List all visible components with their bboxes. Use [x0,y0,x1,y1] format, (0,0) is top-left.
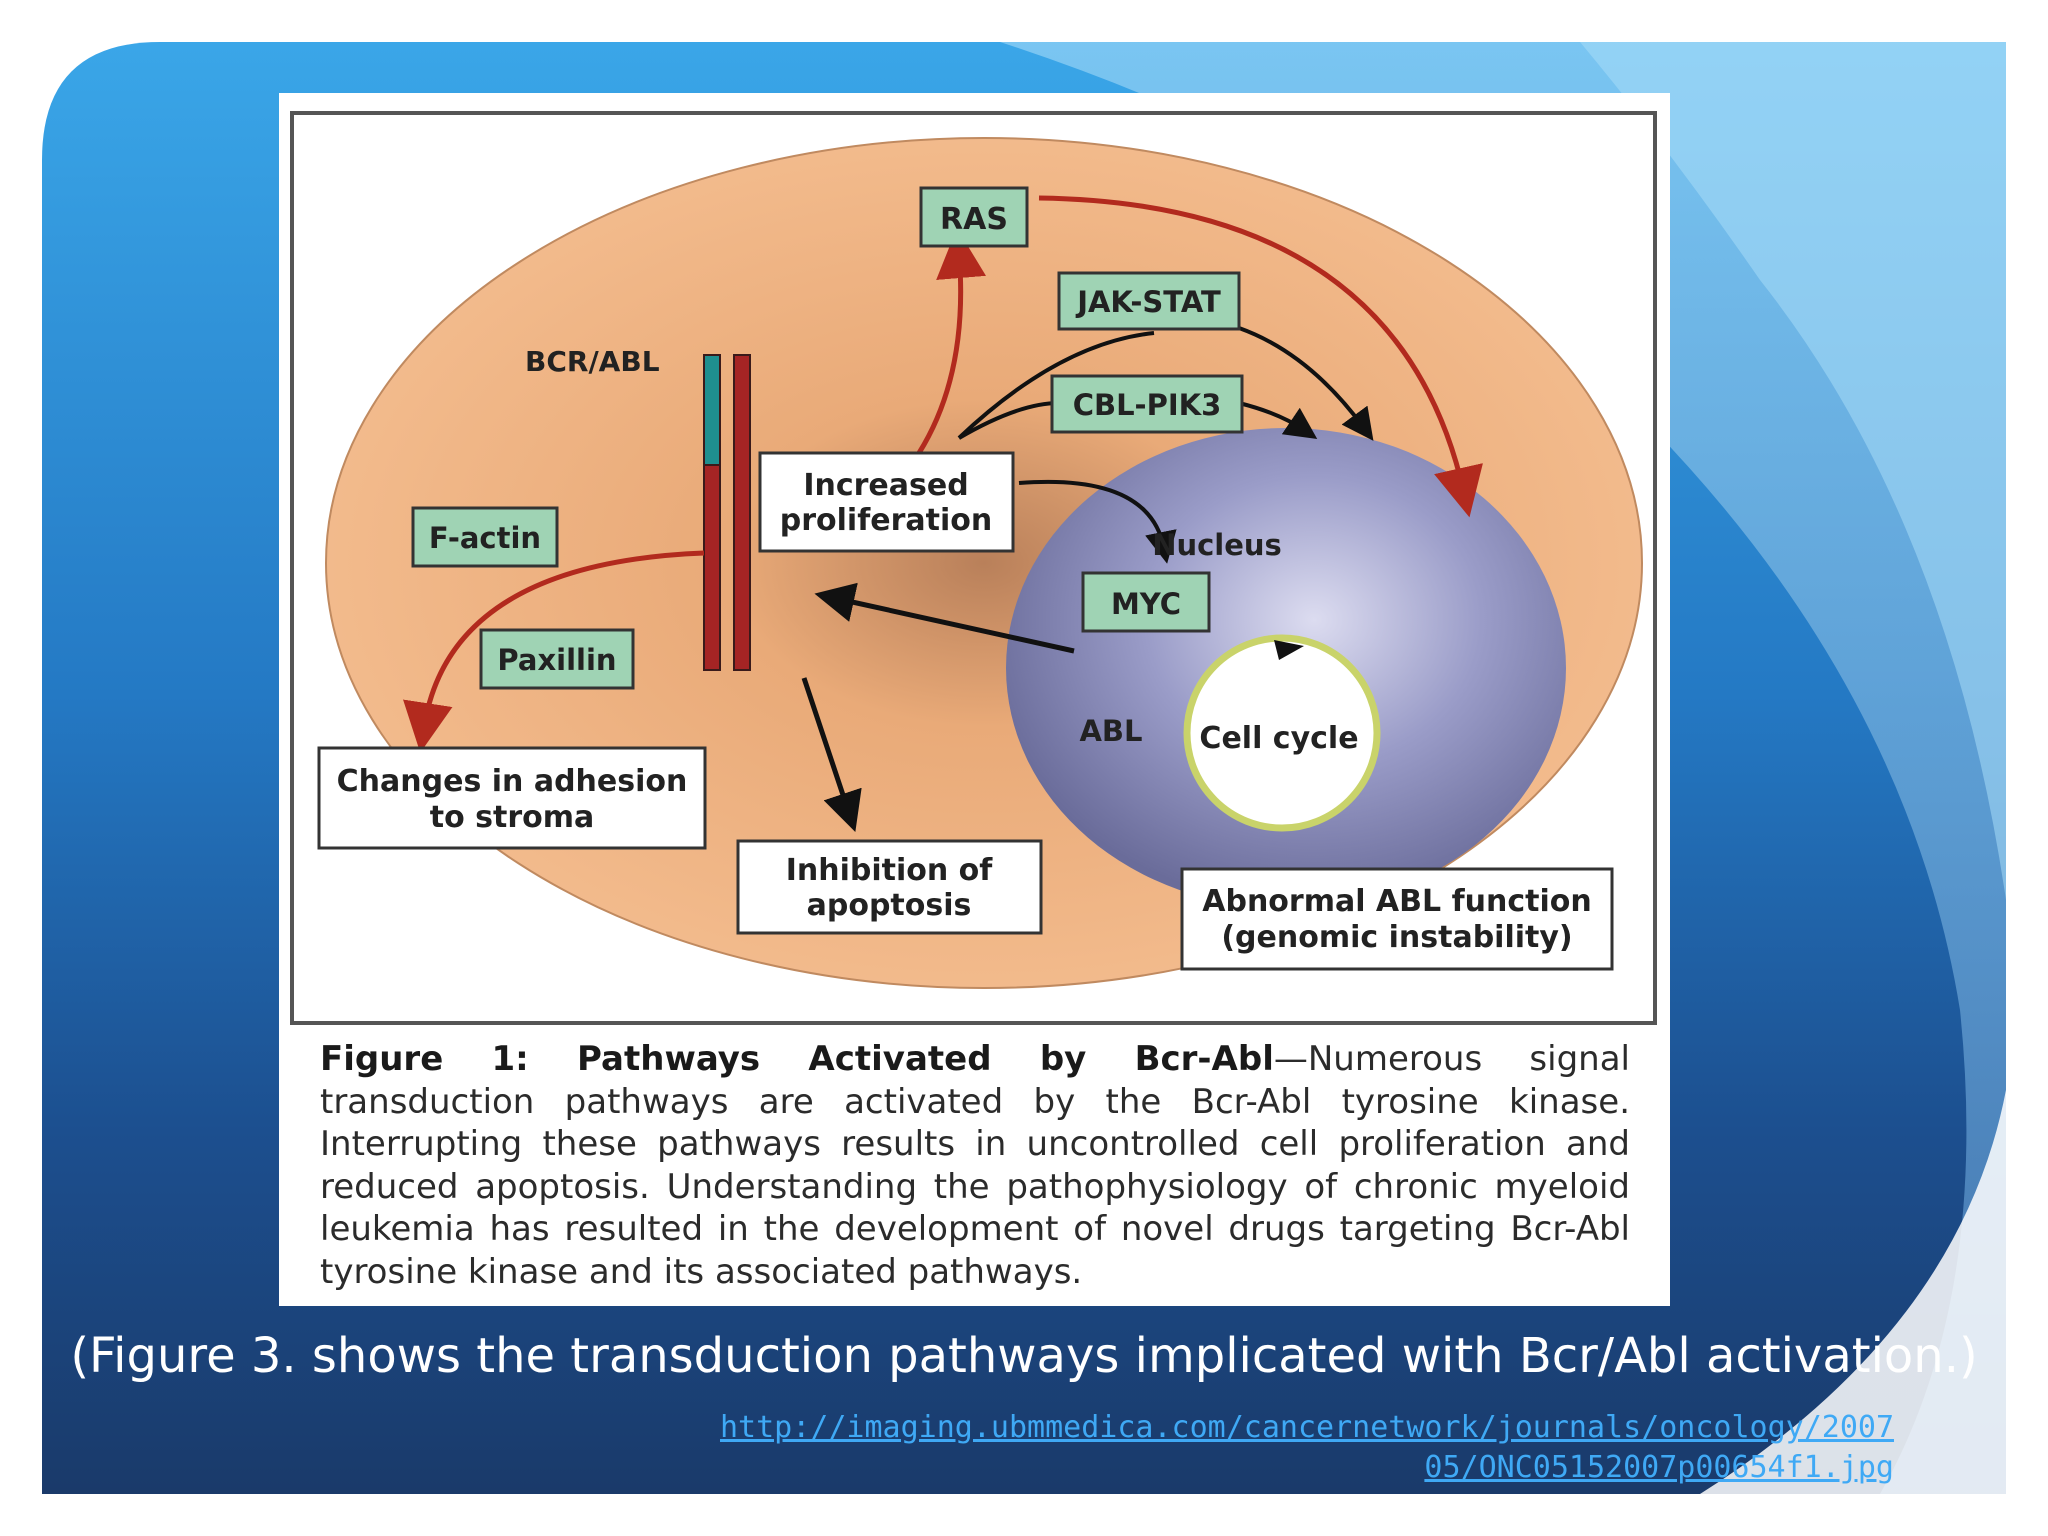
paxillin-box [479,628,635,690]
increased-proliferation-box [758,451,1015,553]
apoptosis-box [736,839,1043,935]
source-url-line2[interactable]: 05/ONC05152007p00654f1.jpg [1424,1450,1894,1485]
arrow-to-adhesion [403,550,705,753]
arrow-abl-to-cytoplasm [814,582,1075,654]
cbl-pik3-label: CBL-PIK3 [1073,388,1222,422]
jak-stat-label: JAK-STAT [1075,285,1221,319]
swoosh-highlight [1580,42,2006,900]
figure-caption-body: —Numerous signal transduction pathways a… [320,1039,1630,1292]
arrow-ras-to-nucleus [1038,195,1483,518]
increased-proliferation-line2: proliferation [780,503,992,538]
arrow-jakstat-to-nucleus [1238,326,1374,441]
nucleus-label: Nucleus [1152,528,1282,562]
swoosh-decoration [1000,42,2006,1494]
apoptosis-line1: Inhibition of [786,853,994,888]
adhesion-line2: to stroma [430,800,595,835]
cell-cycle-circle [1183,634,1381,832]
slide-caption: (Figure 3. shows the transduction pathwa… [70,1328,1978,1384]
pathway-diagram: RAS JAK-STAT CBL-PIK3 Increased prolifer… [290,111,1657,1025]
corner-curl [1700,1090,2006,1494]
adhesion-box [317,746,707,850]
cell-cycle-label: Cell cycle [1199,721,1358,756]
f-actin-label: F-actin [429,521,541,555]
source-link[interactable]: http://imaging.ubmmedica.com/cancernetwo… [694,1408,1894,1488]
myc-box [1081,571,1211,633]
abl-label: ABL [1079,714,1142,748]
figure-image: RAS JAK-STAT CBL-PIK3 Increased prolifer… [279,93,1670,1306]
arrow-to-ras [916,228,986,455]
increased-proliferation-line1: Increased [803,468,968,503]
abl-segment [703,464,721,671]
adhesion-line1: Changes in adhesion [337,764,688,799]
partner-chromosome [733,354,751,671]
myc-label: MYC [1111,587,1181,621]
abnormal-abl-line2: (genomic instability) [1221,920,1572,955]
arrow-to-apoptosis [801,677,862,832]
apoptosis-line2: apoptosis [807,888,972,923]
abnormal-abl-box [1180,867,1614,971]
line-to-jakstat [957,331,1155,440]
arrow-cblpik3-to-nucleus [1238,401,1318,439]
f-actin-box [411,506,559,568]
figure-caption: Figure 1: Pathways Activated by Bcr-Abl—… [320,1038,1630,1293]
ras-label: RAS [940,202,1008,237]
abnormal-abl-line1: Abnormal ABL function [1202,884,1591,919]
cbl-pik3-box [1050,374,1244,434]
bcr-segment [703,354,721,466]
line-to-cblpik3 [957,401,1060,440]
arrow-to-myc [1018,479,1177,564]
paxillin-label: Paxillin [497,643,616,677]
ras-box [919,186,1029,248]
jak-stat-box [1057,271,1241,331]
figure-caption-title: Figure 1: Pathways Activated by Bcr-Abl [320,1039,1274,1079]
bcr-abl-label: BCR/ABL [525,345,660,378]
source-url-line1[interactable]: http://imaging.ubmmedica.com/cancernetwo… [720,1410,1894,1445]
cell-cycle-arrowhead [1274,640,1304,660]
